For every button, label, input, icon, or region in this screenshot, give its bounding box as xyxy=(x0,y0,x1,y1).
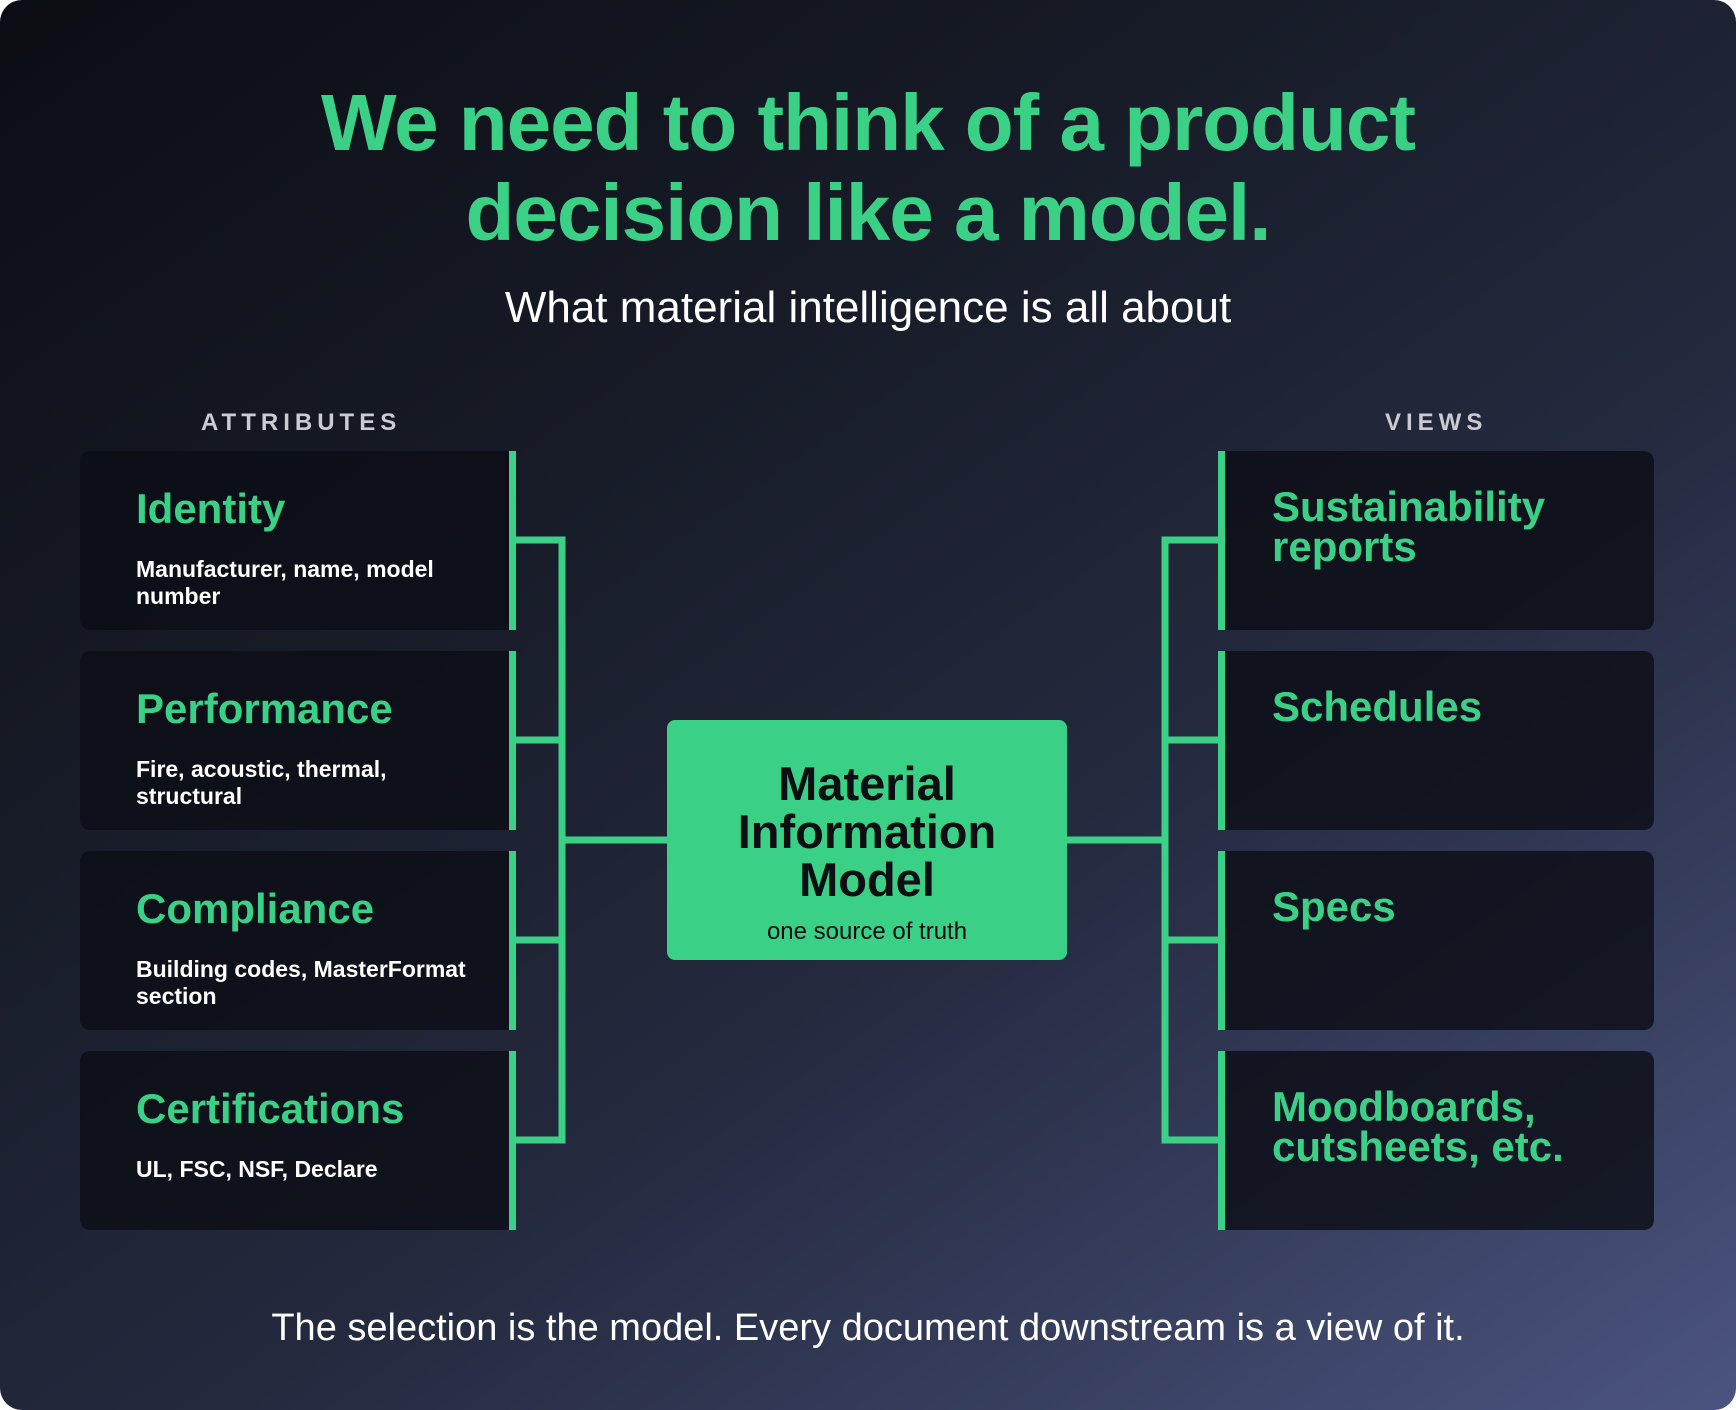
attribute-card-compliance: Compliance Building codes, MasterFormat … xyxy=(80,851,516,1030)
card-accent-bar xyxy=(509,851,516,1030)
card-accent-bar xyxy=(509,651,516,830)
attribute-description: Building codes, MasterFormat section xyxy=(136,956,466,1009)
attribute-description: UL, FSC, NSF, Declare xyxy=(136,1156,378,1182)
attribute-description: Fire, acoustic, thermal, structural xyxy=(136,756,387,809)
view-title: Sustainability reports xyxy=(1272,483,1546,570)
card-accent-bar xyxy=(1218,851,1225,1030)
headline-line-2: decision like a model. xyxy=(465,168,1272,257)
attribute-card-identity: Identity Manufacturer, name, model numbe… xyxy=(80,451,516,630)
view-card-schedules: Schedules xyxy=(1218,651,1654,830)
headline-line-1: We need to think of a product xyxy=(321,78,1416,167)
center-title: Material Information Model xyxy=(667,760,1067,904)
card-accent-bar xyxy=(1218,1051,1225,1230)
attributes-column-label: ATTRIBUTES xyxy=(201,409,402,436)
view-card-moodboards: Moodboards, cutsheets, etc. xyxy=(1218,1051,1654,1230)
view-card-specs: Specs xyxy=(1218,851,1654,1030)
attribute-title: Identity xyxy=(136,485,286,532)
center-subtitle: one source of truth xyxy=(766,918,968,945)
attribute-card-performance: Performance Fire, acoustic, thermal, str… xyxy=(80,651,516,830)
attribute-title: Certifications xyxy=(136,1085,405,1132)
card-accent-bar xyxy=(509,1051,516,1230)
card-accent-bar xyxy=(509,451,516,630)
center-title-line-1: Material xyxy=(778,757,956,810)
views-column-label: VIEWS xyxy=(1385,409,1488,436)
card-accent-bar xyxy=(1218,451,1225,630)
attribute-title: Performance xyxy=(136,685,393,732)
attribute-title: Compliance xyxy=(136,885,375,932)
material-information-model-box: Material Information Model one source of… xyxy=(667,720,1067,960)
right-bracket-connector xyxy=(1161,536,1226,1144)
view-card-sustainability-reports: Sustainability reports xyxy=(1218,451,1654,630)
center-title-line-3: Model xyxy=(799,853,935,906)
headline: We need to think of a product decision l… xyxy=(0,78,1736,258)
view-title: Moodboards, cutsheets, etc. xyxy=(1272,1083,1564,1170)
card-accent-bar xyxy=(1218,651,1225,830)
subtitle: What material intelligence is all about xyxy=(504,283,1232,332)
center-title-line-2: Information xyxy=(737,805,997,858)
view-title: Specs xyxy=(1272,883,1396,930)
view-title: Schedules xyxy=(1272,683,1483,730)
attribute-description: Manufacturer, name, model number xyxy=(136,556,434,609)
left-bracket-connector xyxy=(512,536,566,1144)
attribute-card-certifications: Certifications UL, FSC, NSF, Declare xyxy=(80,1051,516,1230)
footer-caption: The selection is the model. Every docume… xyxy=(271,1307,1465,1349)
